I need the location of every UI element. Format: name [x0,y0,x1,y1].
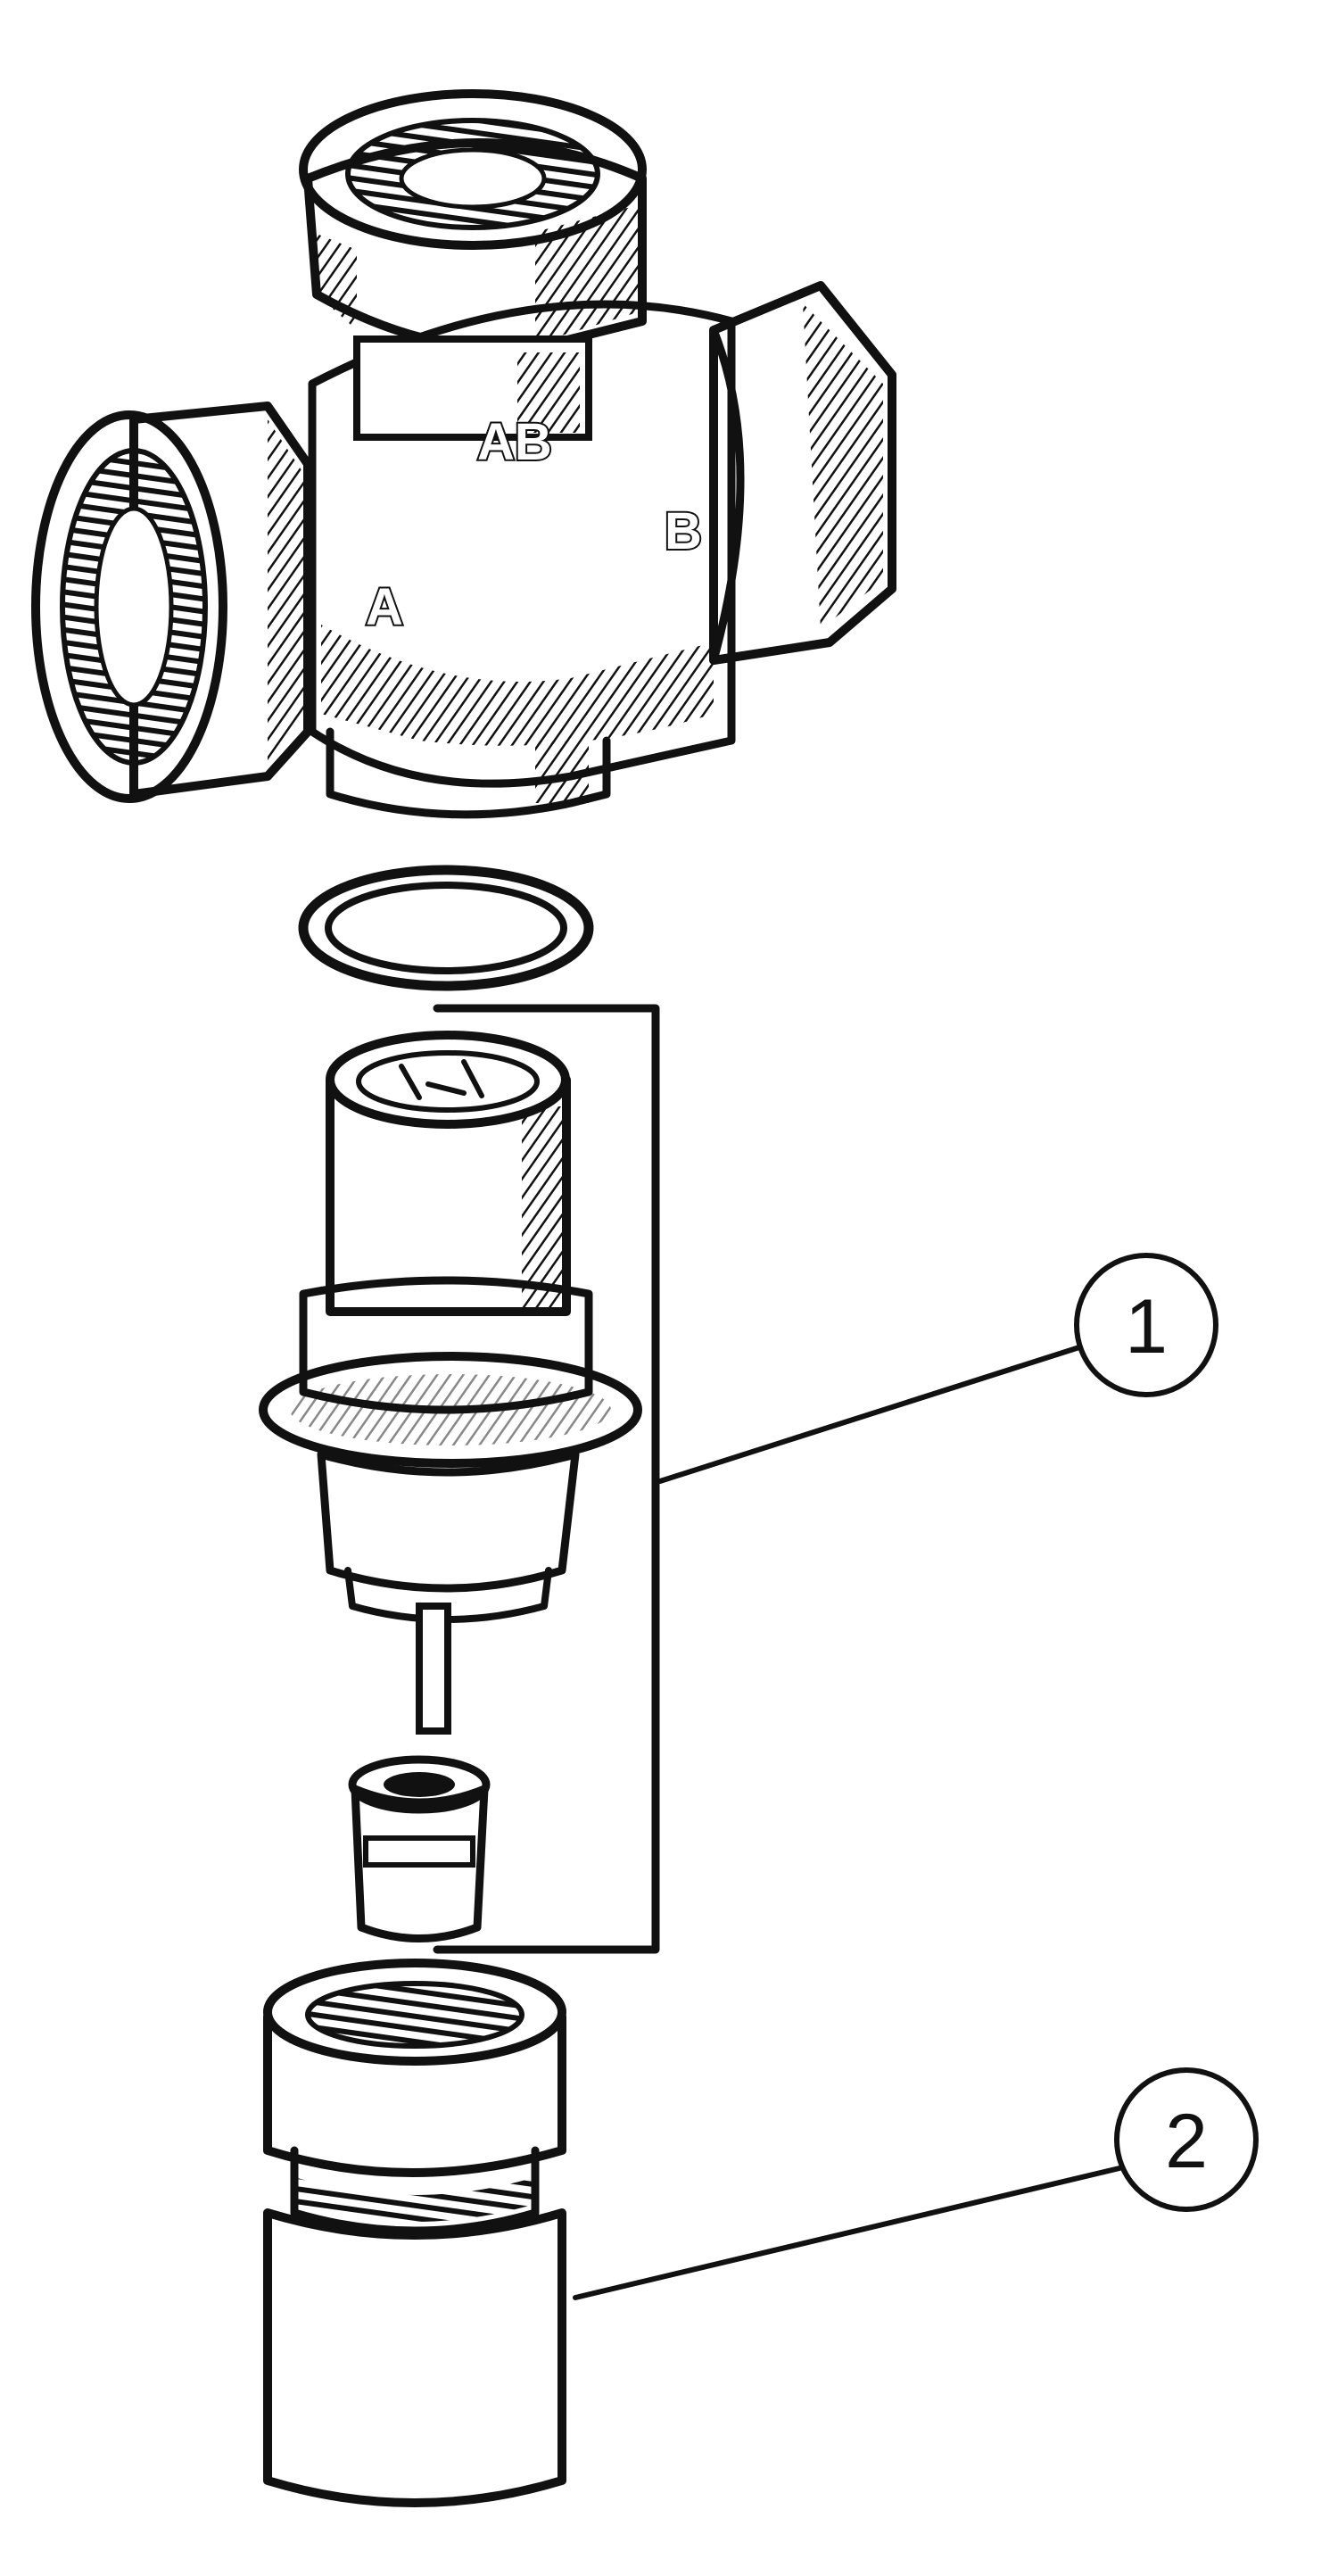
inlet-a-fitting [31,402,312,803]
callout-2-circle [1114,2067,1259,2212]
callout-2-number: 2 [1165,2099,1208,2184]
valve-insert [259,1004,660,1954]
outlet-ab-fitting [299,89,647,441]
port-label-ab: AB [477,413,552,471]
callout-1-circle [1074,1253,1218,1397]
adjuster-nut [263,1959,566,2507]
port-label-b: B [665,502,702,560]
o-ring-seal [298,865,594,991]
valve-body: AB A B [31,89,896,819]
callout-2-leader [573,2166,1122,2300]
insert-bracket [433,1004,660,1954]
insert-plug [348,1755,491,1942]
port-label-a: A [366,578,403,636]
callout-1-leader [657,1345,1082,1484]
callout-2: 2 [573,2067,1259,2300]
callout-1: 1 [657,1253,1218,1484]
callout-1-number: 1 [1125,1284,1168,1370]
outlet-b-fitting [709,281,896,665]
